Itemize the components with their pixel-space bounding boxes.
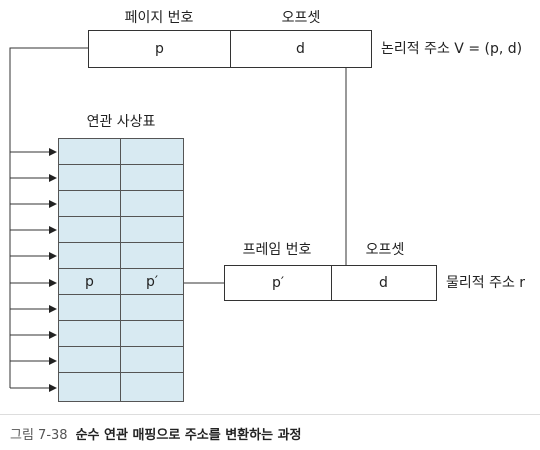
table-cell-frame — [121, 321, 183, 346]
table-row — [59, 295, 183, 321]
page-number-route-line — [9, 47, 88, 388]
logical-address-box: p d — [88, 30, 372, 68]
physical-address-caption: 물리적 주소 r — [446, 275, 526, 291]
frame-cell: p′ — [225, 266, 332, 300]
table-row — [59, 321, 183, 347]
figure-caption: 그림 7-38 순수 연관 매핑으로 주소를 변환하는 과정 — [10, 424, 302, 443]
page-number-label: 페이지 번호 — [124, 10, 194, 26]
physical-offset-cell: d — [379, 275, 388, 291]
table-row — [59, 139, 183, 165]
table-cell-frame — [121, 139, 183, 164]
table-cell-page — [59, 217, 121, 242]
table-cell-page — [59, 139, 121, 164]
table-row — [59, 191, 183, 217]
table-cell-frame — [121, 373, 183, 401]
table-cell-frame: p′ — [145, 273, 159, 290]
table-input-arrows — [10, 148, 57, 392]
associative-table: p p′ — [58, 138, 184, 402]
table-cell-frame — [121, 165, 183, 190]
caption-divider — [0, 414, 540, 415]
page-cell: p — [89, 31, 231, 67]
table-cell-frame — [121, 191, 183, 216]
table-cell-page — [59, 373, 121, 401]
figure-title: 순수 연관 매핑으로 주소를 변환하는 과정 — [75, 428, 302, 443]
table-cell-frame — [121, 243, 183, 268]
table-cell-frame — [121, 347, 183, 372]
offset-cell: d — [296, 41, 305, 57]
table-cell-page — [59, 165, 121, 190]
table-cell-page — [59, 243, 121, 268]
table-cell-frame — [121, 295, 183, 320]
table-row — [59, 373, 183, 401]
table-row — [59, 217, 183, 243]
table-row — [59, 243, 183, 269]
table-row — [59, 165, 183, 191]
logical-address-caption: 논리적 주소 V = (p, d) — [381, 41, 523, 57]
table-cell-frame — [121, 217, 183, 242]
offset-label-top: 오프셋 — [281, 10, 321, 26]
offset-label-bottom: 오프셋 — [365, 242, 405, 258]
table-cell-page — [59, 347, 121, 372]
table-row — [59, 347, 183, 373]
physical-address-box: p′ d — [224, 265, 437, 301]
table-cell-page — [59, 191, 121, 216]
frame-number-label: 프레임 번호 — [242, 242, 312, 258]
table-cell-page: p — [59, 269, 121, 294]
associative-table-title: 연관 사상표 — [86, 114, 156, 130]
table-row-match: p p′ — [59, 269, 183, 295]
table-cell-page — [59, 295, 121, 320]
figure-number: 그림 7-38 — [10, 428, 68, 443]
table-cell-page — [59, 321, 121, 346]
